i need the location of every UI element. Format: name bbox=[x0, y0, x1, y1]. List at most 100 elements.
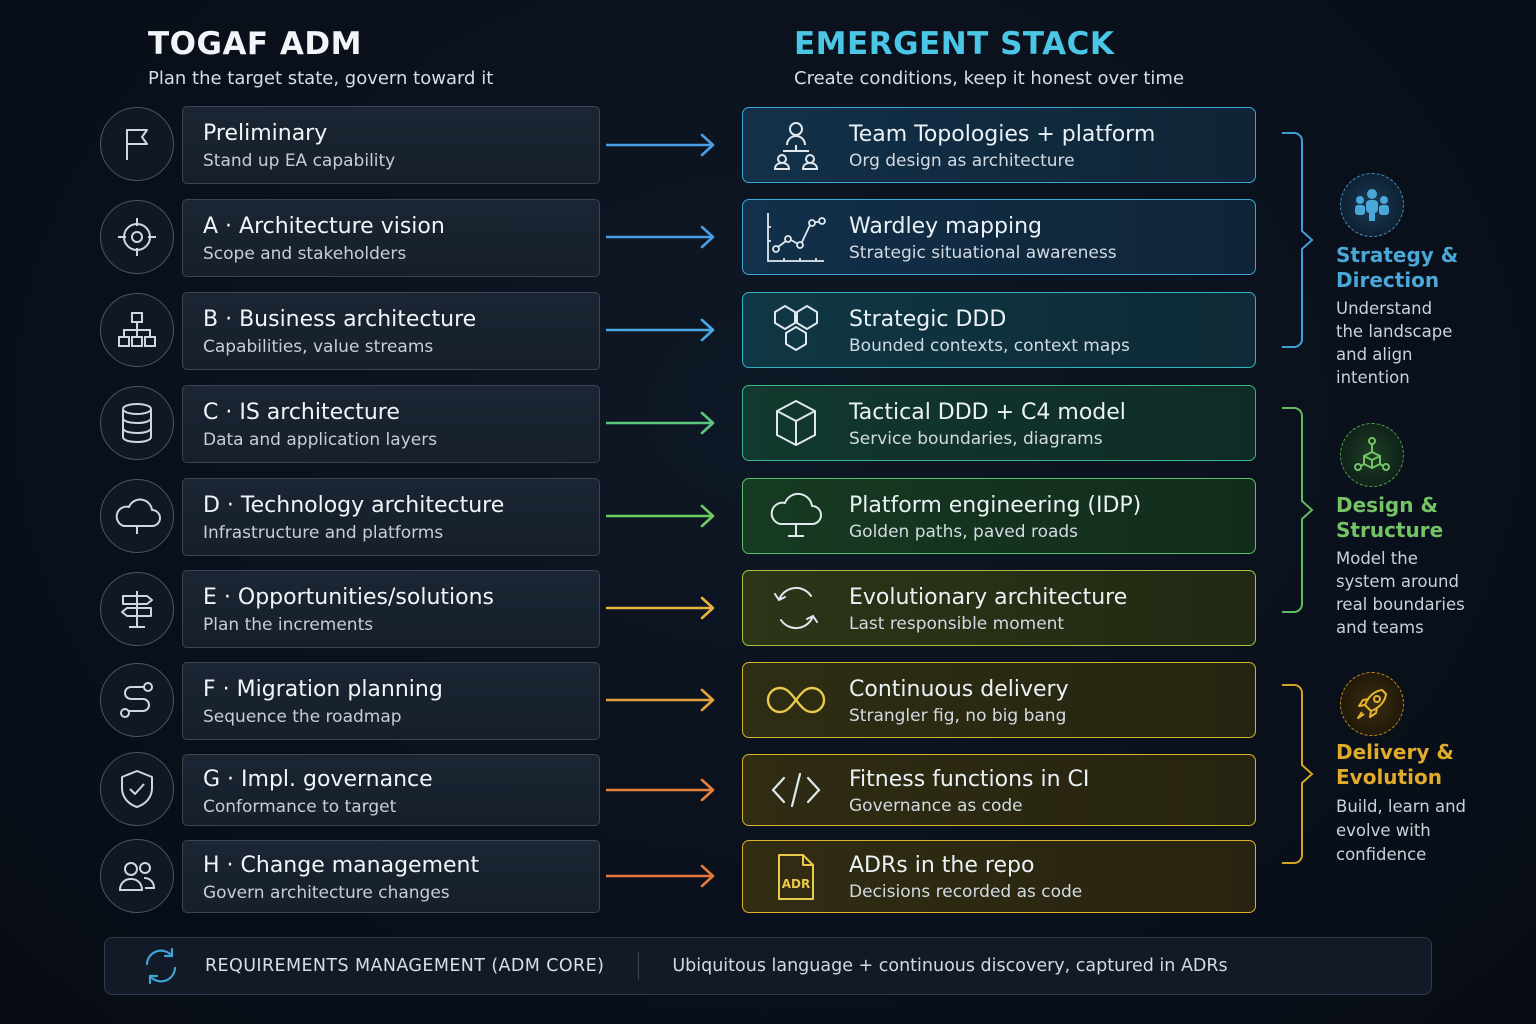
practice-fitness-functions: Fitness functions in CI Governance as co… bbox=[742, 754, 1256, 826]
adr-file-icon: ADR bbox=[743, 841, 849, 912]
togaf-subtitle: Plan the target state, govern toward it bbox=[148, 68, 494, 89]
arrow-head bbox=[700, 225, 715, 249]
phase-title: C · IS architecture bbox=[203, 400, 400, 425]
arrow-head bbox=[700, 864, 715, 888]
practice-title: Fitness functions in CI bbox=[849, 766, 1090, 792]
practice-subtitle: Service boundaries, diagrams bbox=[849, 428, 1103, 449]
people-group-icon bbox=[1340, 173, 1404, 237]
phase-title: Preliminary bbox=[203, 121, 328, 146]
practice-subtitle: Golden paths, paved roads bbox=[849, 521, 1079, 542]
phase-subtitle: Conformance to target bbox=[203, 797, 397, 817]
arrow-head bbox=[700, 596, 715, 620]
arrow-head bbox=[700, 688, 715, 712]
practice-strategic-ddd: Strategic DDD Bounded contexts, context … bbox=[742, 292, 1256, 368]
phase-title: B · Business architecture bbox=[203, 307, 477, 332]
togaf-phase-b: B · Business architecture Capabilities, … bbox=[182, 292, 600, 370]
practice-subtitle: Strategic situational awareness bbox=[849, 242, 1117, 263]
org-chart-icon bbox=[100, 293, 174, 367]
hexagons-icon bbox=[743, 293, 849, 367]
group-bracket-strategy bbox=[1282, 132, 1314, 348]
route-icon bbox=[100, 663, 174, 737]
infinity-icon bbox=[743, 663, 849, 737]
arrow-head bbox=[700, 133, 715, 157]
database-icon bbox=[100, 386, 174, 460]
phase-title: H · Change management bbox=[203, 853, 480, 878]
mapping-arrow bbox=[606, 133, 715, 157]
practice-adrs: ADR ADRs in the repo Decisions recorded … bbox=[742, 840, 1256, 913]
phase-title: G · Impl. governance bbox=[203, 767, 433, 792]
practice-tactical-ddd: Tactical DDD + C4 model Service boundari… bbox=[742, 385, 1256, 461]
group-desc-delivery: Build, learn and evolve with confidence bbox=[1336, 797, 1466, 864]
phase-title: E · Opportunities/solutions bbox=[203, 585, 494, 610]
practice-title: Team Topologies + platform bbox=[849, 121, 1156, 147]
phase-subtitle: Sequence the roadmap bbox=[203, 707, 402, 727]
mapping-arrow bbox=[606, 778, 715, 802]
refresh-icon bbox=[743, 571, 849, 645]
mapping-arrow bbox=[606, 411, 715, 435]
shield-check-icon bbox=[100, 752, 174, 826]
mapping-arrow bbox=[606, 318, 715, 342]
practice-evolutionary-architecture: Evolutionary architecture Last responsib… bbox=[742, 570, 1256, 646]
practice-title: Evolutionary architecture bbox=[849, 584, 1128, 610]
practice-title: Continuous delivery bbox=[849, 676, 1069, 702]
practice-title: Tactical DDD + C4 model bbox=[849, 399, 1126, 425]
map-chart-icon bbox=[743, 200, 849, 274]
practice-title: Wardley mapping bbox=[849, 213, 1042, 239]
flag-icon bbox=[100, 107, 174, 181]
footer-text: Ubiquitous language + continuous discove… bbox=[672, 956, 1228, 976]
togaf-phase-preliminary: Preliminary Stand up EA capability bbox=[182, 106, 600, 184]
phase-subtitle: Govern architecture changes bbox=[203, 883, 450, 903]
phase-subtitle: Data and application layers bbox=[203, 430, 438, 450]
togaf-phase-g: G · Impl. governance Conformance to targ… bbox=[182, 754, 600, 826]
mapping-arrow bbox=[606, 504, 715, 528]
crosshair-icon bbox=[100, 200, 174, 274]
sync-icon bbox=[139, 944, 183, 988]
phase-subtitle: Capabilities, value streams bbox=[203, 337, 434, 357]
practice-continuous-delivery: Continuous delivery Strangler fig, no bi… bbox=[742, 662, 1256, 738]
code-icon bbox=[743, 755, 849, 825]
practice-team-topologies: Team Topologies + platform Org design as… bbox=[742, 107, 1256, 183]
practice-platform-engineering: Platform engineering (IDP) Golden paths,… bbox=[742, 478, 1256, 554]
arrow-head bbox=[700, 504, 715, 528]
phase-subtitle: Plan the increments bbox=[203, 615, 374, 635]
signpost-icon bbox=[100, 572, 174, 646]
practice-subtitle: Strangler fig, no big bang bbox=[849, 705, 1067, 726]
adr-label: ADR bbox=[782, 877, 811, 891]
group-bracket-design bbox=[1282, 407, 1314, 613]
phase-subtitle: Stand up EA capability bbox=[203, 151, 396, 171]
practice-wardley-mapping: Wardley mapping Strategic situational aw… bbox=[742, 199, 1256, 275]
phase-title: D · Technology architecture bbox=[203, 493, 505, 518]
practice-subtitle: Last responsible moment bbox=[849, 613, 1065, 634]
network-cube-icon bbox=[1340, 423, 1404, 487]
phase-subtitle: Scope and stakeholders bbox=[203, 244, 407, 264]
group-title-delivery: Delivery & Evolution bbox=[1336, 740, 1454, 789]
arrow-head bbox=[700, 411, 715, 435]
togaf-phase-h: H · Change management Govern architectur… bbox=[182, 840, 600, 913]
phase-subtitle: Infrastructure and platforms bbox=[203, 523, 444, 543]
group-desc-design: Model the system around real boundaries … bbox=[1336, 549, 1465, 637]
togaf-phase-e: E · Opportunities/solutions Plan the inc… bbox=[182, 570, 600, 648]
phase-title: A · Architecture vision bbox=[203, 214, 445, 239]
mapping-arrow bbox=[606, 688, 715, 712]
practice-subtitle: Decisions recorded as code bbox=[849, 882, 1083, 902]
footer-divider bbox=[638, 952, 640, 980]
group-title-strategy: Strategy & Direction bbox=[1336, 243, 1459, 292]
practice-subtitle: Bounded contexts, context maps bbox=[849, 335, 1130, 356]
rocket-icon bbox=[1340, 672, 1404, 736]
practice-title: Platform engineering (IDP) bbox=[849, 492, 1142, 518]
togaf-phase-f: F · Migration planning Sequence the road… bbox=[182, 662, 600, 740]
practice-title: Strategic DDD bbox=[849, 306, 1007, 332]
togaf-phase-d: D · Technology architecture Infrastructu… bbox=[182, 478, 600, 556]
practice-subtitle: Governance as code bbox=[849, 795, 1023, 816]
group-bracket-delivery bbox=[1282, 684, 1314, 864]
emergent-title: EMERGENT STACK bbox=[794, 26, 1115, 62]
cloud-icon bbox=[100, 479, 174, 553]
togaf-phase-c: C · IS architecture Data and application… bbox=[182, 385, 600, 463]
mapping-arrow bbox=[606, 864, 715, 888]
arrow-head bbox=[700, 318, 715, 342]
practice-subtitle: Org design as architecture bbox=[849, 150, 1075, 171]
mapping-arrow bbox=[606, 596, 715, 620]
team-icon bbox=[743, 108, 849, 182]
togaf-title: TOGAF ADM bbox=[148, 26, 362, 62]
cube-icon bbox=[743, 386, 849, 460]
